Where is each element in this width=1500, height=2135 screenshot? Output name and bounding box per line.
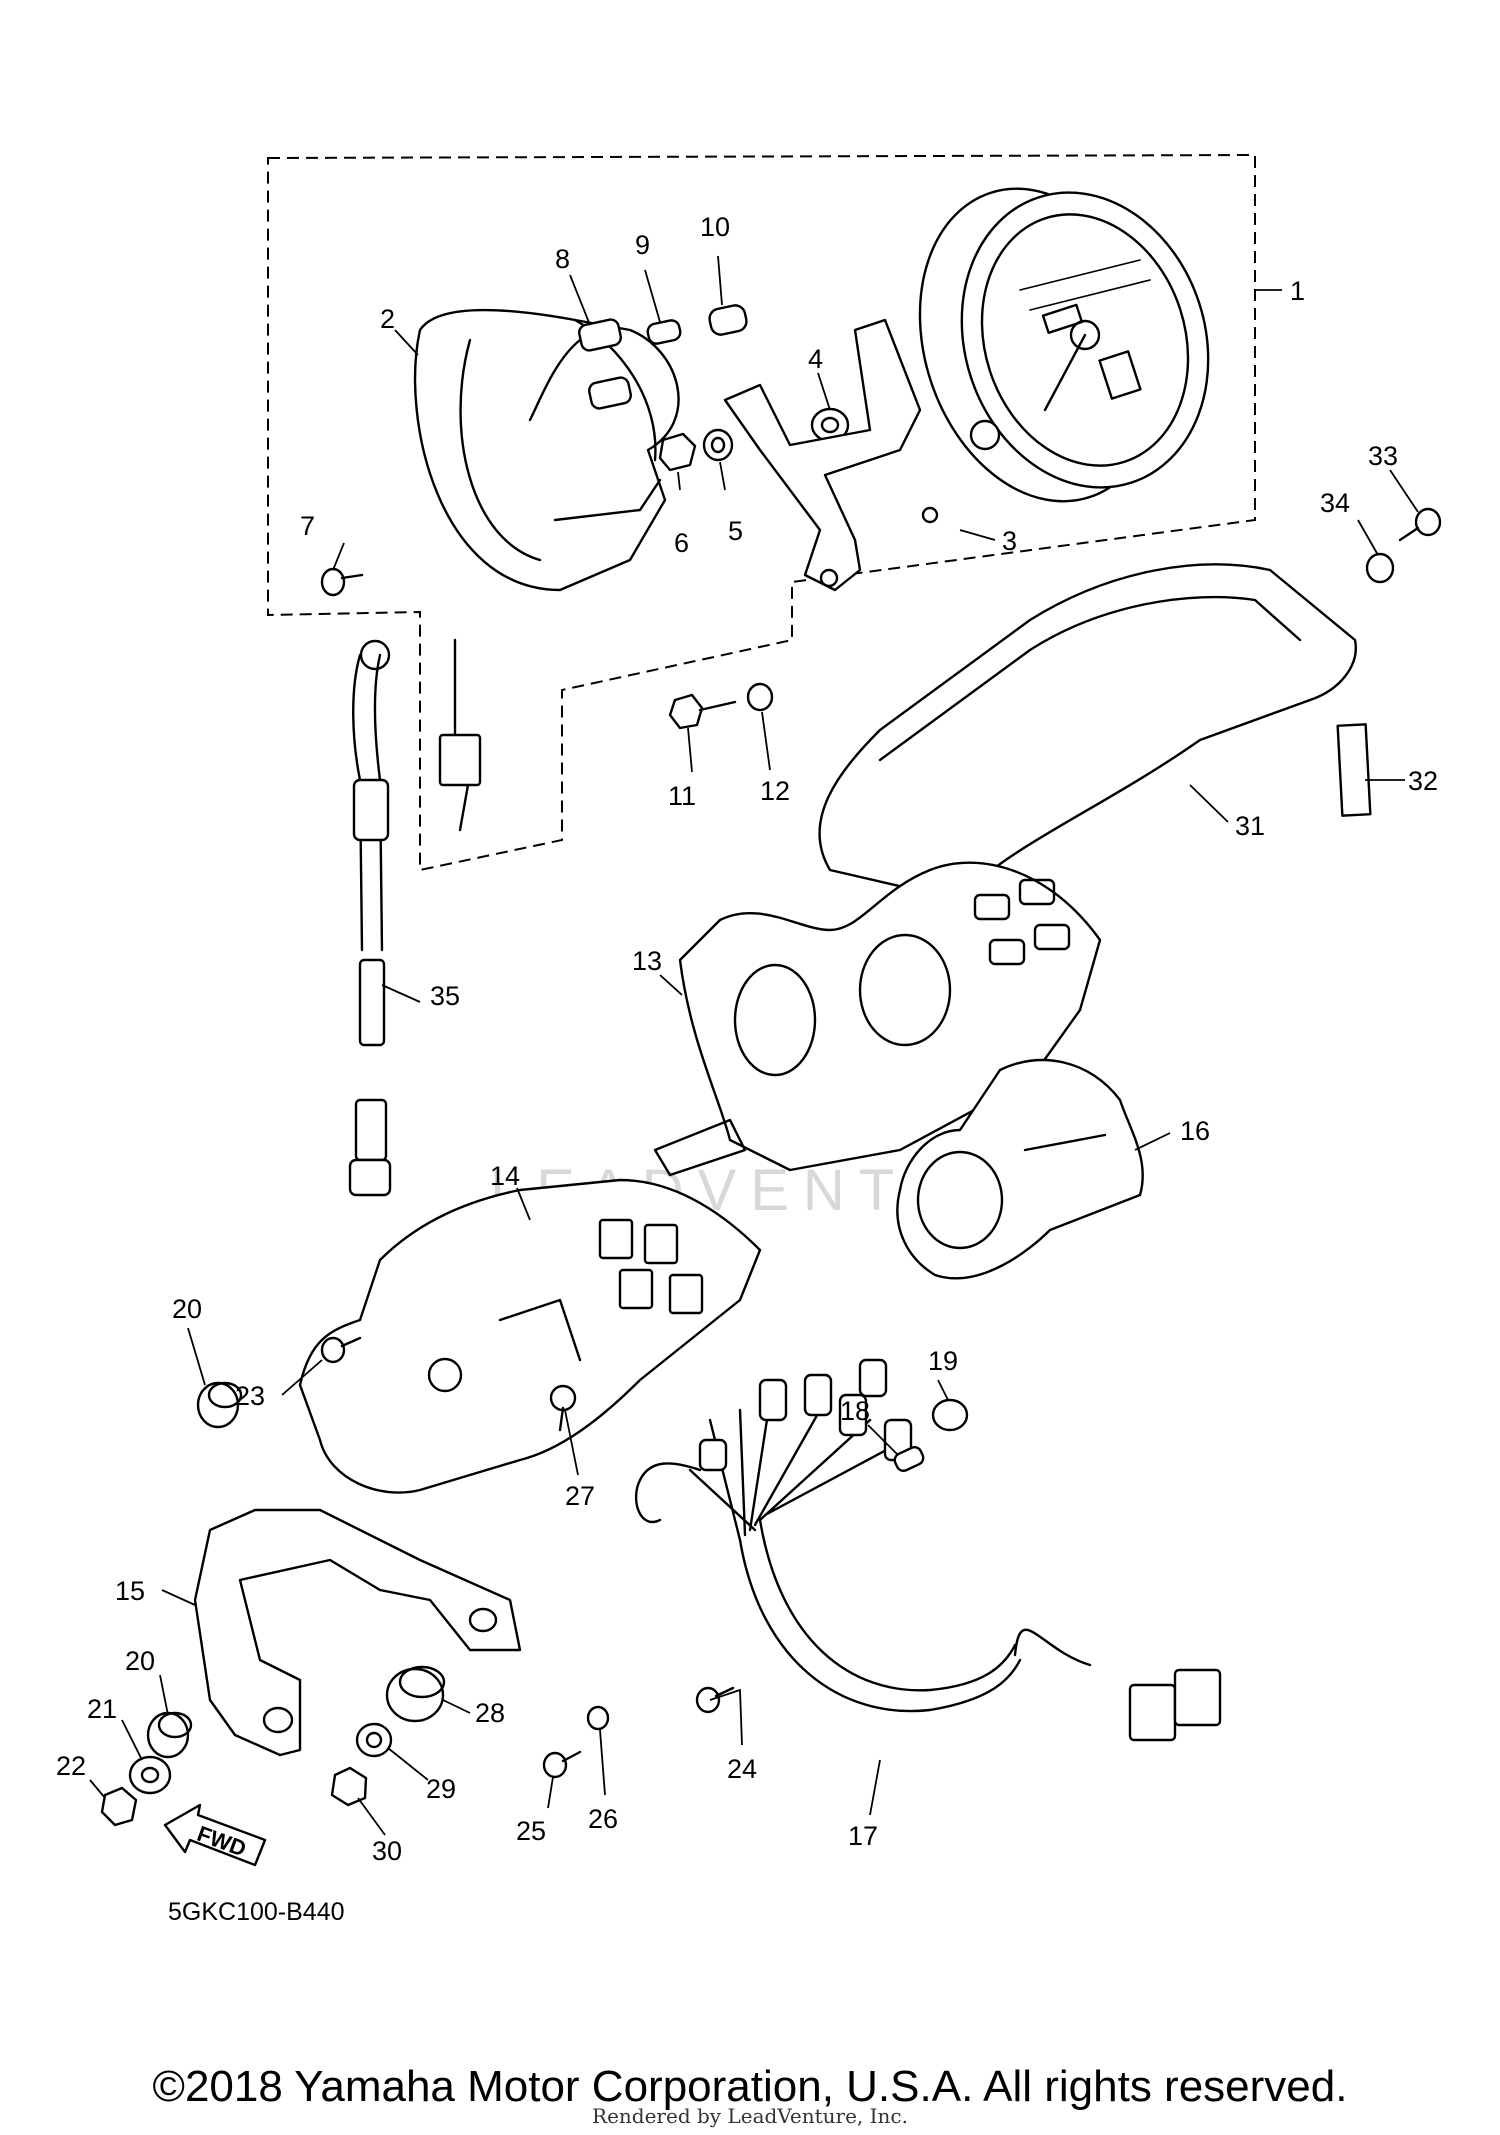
callout-30: 30 — [372, 1836, 402, 1866]
lower-bracket — [193, 1508, 522, 1757]
screw — [549, 1384, 577, 1432]
part-code: 5GKC100-B440 — [168, 1898, 345, 1926]
callout-31: 31 — [1235, 811, 1265, 841]
bulb-socket — [528, 318, 632, 422]
screw — [695, 1686, 735, 1714]
callout-5: 5 — [728, 516, 743, 546]
copyright-notice: ©2018 Yamaha Motor Corporation, U.S.A. A… — [152, 2062, 1348, 2111]
washer — [586, 1705, 610, 1731]
callout-1: 1 — [1290, 276, 1305, 306]
callout-8: 8 — [555, 244, 570, 274]
nut — [100, 1786, 138, 1827]
bulb-cover — [931, 1398, 969, 1432]
gauge-housing — [413, 308, 680, 592]
callout-28: 28 — [475, 1698, 505, 1728]
bulb-cover — [708, 304, 748, 336]
callout-34: 34 — [1320, 488, 1350, 518]
callout-21: 21 — [87, 1694, 117, 1724]
foam-strip — [1336, 723, 1372, 817]
callout-29: 29 — [426, 1774, 456, 1804]
assembly-boundary — [267, 153, 1256, 872]
nut — [658, 432, 697, 472]
speedometer-gauge — [918, 187, 1210, 503]
collar — [128, 1755, 172, 1795]
washer — [355, 1722, 393, 1758]
callout-19: 19 — [928, 1346, 958, 1376]
callout-25: 25 — [516, 1816, 546, 1846]
callout-24: 24 — [727, 1754, 757, 1784]
callout-32: 32 — [1408, 766, 1438, 796]
bulb — [893, 1446, 925, 1472]
callout-10: 10 — [700, 212, 730, 242]
meter-face-plate — [896, 1058, 1144, 1280]
washer — [702, 428, 734, 462]
callout-14: 14 — [490, 1161, 520, 1191]
callout-33: 33 — [1368, 441, 1398, 471]
forward-arrow: FWD — [163, 1803, 267, 1867]
callout-20b: 20 — [125, 1646, 155, 1676]
callout-26: 26 — [588, 1804, 618, 1834]
callout-27: 27 — [565, 1481, 595, 1511]
screw — [320, 567, 364, 597]
callout-35: 35 — [430, 981, 460, 1011]
washer — [1365, 552, 1395, 584]
callout-15: 15 — [115, 1576, 145, 1606]
callout-4: 4 — [808, 344, 823, 374]
callout-22: 22 — [56, 1751, 86, 1781]
meter-cover — [818, 563, 1357, 902]
bulb — [646, 319, 682, 345]
callout-11: 11 — [668, 781, 696, 811]
forward-label: FWD — [194, 1821, 250, 1862]
rubber-damper — [385, 1665, 446, 1723]
callout-9: 9 — [635, 230, 650, 260]
bolt — [668, 693, 737, 730]
callout-7: 7 — [300, 511, 315, 541]
callout-6: 6 — [674, 528, 689, 558]
callout-2: 2 — [380, 304, 395, 334]
callout-20: 20 — [172, 1294, 202, 1324]
callout-12: 12 — [760, 776, 790, 806]
callout-16: 16 — [1180, 1116, 1210, 1146]
mounting-bracket — [723, 318, 922, 592]
leader-lines — [89, 255, 1419, 1836]
screw — [542, 1750, 582, 1779]
screw — [320, 1336, 362, 1364]
rendered-by-credit: Rendered by LeadVenture, Inc. — [592, 2104, 908, 2128]
rubber-damper — [196, 1381, 243, 1429]
callout-18: 18 — [840, 1396, 870, 1426]
rubber-damper — [146, 1711, 193, 1759]
wire-connector — [438, 638, 482, 832]
speedometer-cable — [348, 639, 392, 1197]
wire-harness — [634, 1358, 1222, 1742]
nut — [330, 1766, 368, 1807]
callout-17: 17 — [848, 1821, 878, 1851]
callout-13: 13 — [632, 946, 662, 976]
callout-23: 23 — [235, 1381, 265, 1411]
screw — [1398, 507, 1442, 542]
washer — [746, 682, 774, 712]
callout-3: 3 — [1002, 526, 1017, 556]
meter-case — [298, 1178, 762, 1494]
